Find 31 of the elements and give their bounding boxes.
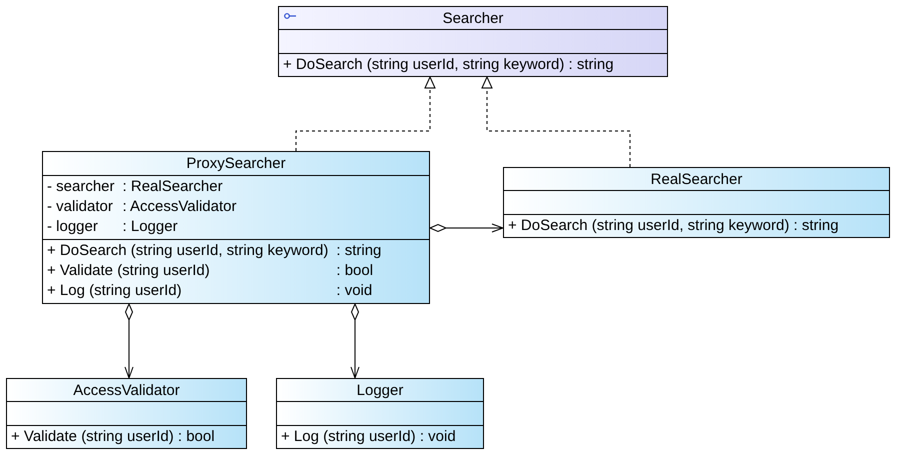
method-text: + DoSearch (string userId, string keyword) : string	[508, 216, 840, 236]
class-name: Searcher	[442, 10, 504, 27]
aggregation-arrow	[430, 224, 504, 232]
attribute-text: - searcher	[47, 177, 115, 197]
attribute-text: - validator	[47, 197, 114, 217]
class-box	[503, 167, 890, 238]
type-text: : AccessValidator	[122, 197, 238, 217]
class-box	[6, 378, 247, 449]
type-text: : Logger	[122, 217, 179, 237]
type-text: : RealSearcher	[122, 177, 224, 197]
class-box	[42, 151, 430, 304]
aggregation-arrow	[124, 304, 134, 378]
method-text: + DoSearch (string userId, string keyword)	[47, 241, 328, 261]
method-text: + Log (string userId)	[47, 281, 183, 301]
attribute-text: - logger	[47, 217, 99, 237]
class-name: AccessValidator	[73, 382, 180, 399]
type-text: : string	[336, 241, 382, 261]
method-text: + Log (string userId) : void	[281, 427, 457, 448]
type-text: : bool	[336, 261, 374, 281]
class-name: ProxySearcher	[186, 155, 286, 172]
realization-arrow	[482, 76, 630, 168]
method-text: + Validate (string userId) : bool	[11, 427, 216, 448]
class-box	[278, 6, 668, 77]
realization-arrow	[296, 76, 436, 152]
aggregation-arrow	[350, 304, 360, 378]
class-name: Logger	[356, 382, 404, 399]
class-box	[276, 378, 484, 449]
method-text: + Validate (string userId)	[47, 261, 211, 281]
method-text: + DoSearch (string userId, string keyword) : string	[283, 55, 615, 76]
class-name: RealSearcher	[650, 170, 742, 188]
type-text: : void	[336, 281, 374, 301]
